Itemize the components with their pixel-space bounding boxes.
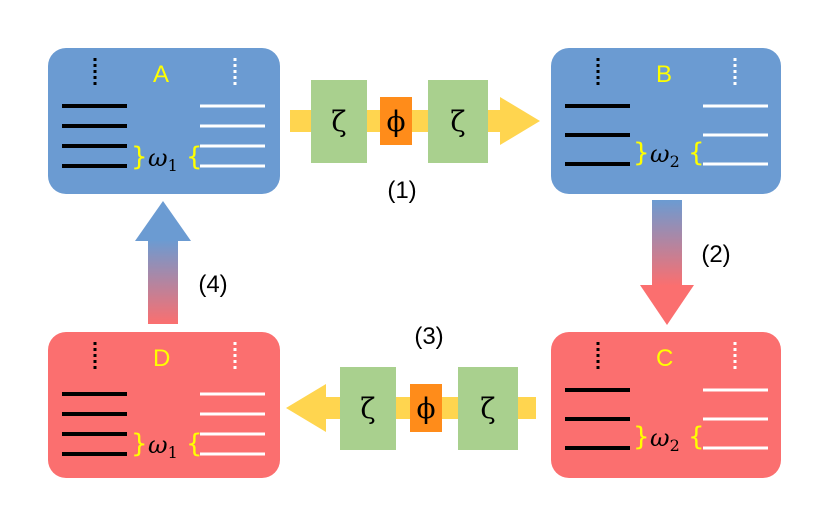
brace-right: { [186, 142, 203, 172]
state-box-b: B } ω2 { [551, 48, 781, 194]
coupler-left-block [311, 80, 367, 163]
phase-block [380, 97, 412, 145]
coupler-right-block [428, 80, 488, 163]
arrowhead-right-icon [500, 97, 540, 145]
brace-left: } [131, 429, 148, 459]
state-label-d: D [153, 345, 170, 372]
frequency-label-a: ω1 [148, 144, 178, 175]
zeta-left: ζ [360, 392, 375, 425]
transition-arrow-down [640, 200, 694, 325]
frequency-label-b: ω2 [650, 140, 680, 171]
step-label-3: (3) [414, 323, 443, 350]
zeta-right: ζ [480, 392, 495, 425]
step-label-2: (2) [701, 241, 730, 268]
zeta-left: ζ [331, 105, 346, 138]
coupler-left-block [340, 367, 396, 450]
state-label-b: B [656, 61, 672, 88]
coupler-right-block [458, 367, 518, 450]
coupler-arrow-top: ζ ϕ ζ [290, 80, 540, 163]
frequency-label-c: ω2 [650, 424, 680, 455]
brace-right: { [186, 429, 203, 459]
brace-left: } [131, 142, 148, 172]
brace-right: { [688, 422, 705, 452]
state-label-a: A [153, 61, 169, 88]
brace-left: } [633, 422, 650, 452]
phase-block [410, 384, 442, 432]
phi-symbol: ϕ [386, 105, 405, 138]
step-label-1: (1) [387, 177, 416, 204]
phi-symbol: ϕ [416, 392, 435, 425]
state-label-c: C [656, 345, 673, 372]
state-box-d: D } ω1 { [48, 332, 280, 478]
frequency-label-d: ω1 [148, 431, 178, 462]
transition-arrow-up [135, 201, 191, 324]
state-box-c: C } ω2 { [551, 332, 781, 478]
zeta-right: ζ [450, 105, 465, 138]
brace-right: { [688, 138, 705, 168]
step-label-4: (4) [198, 271, 227, 298]
brace-left: } [633, 138, 650, 168]
arrowhead-left-icon [286, 384, 326, 432]
coupler-arrow-bottom: ζ ϕ ζ [286, 367, 536, 450]
state-box-a: A } ω1 { [48, 48, 280, 194]
